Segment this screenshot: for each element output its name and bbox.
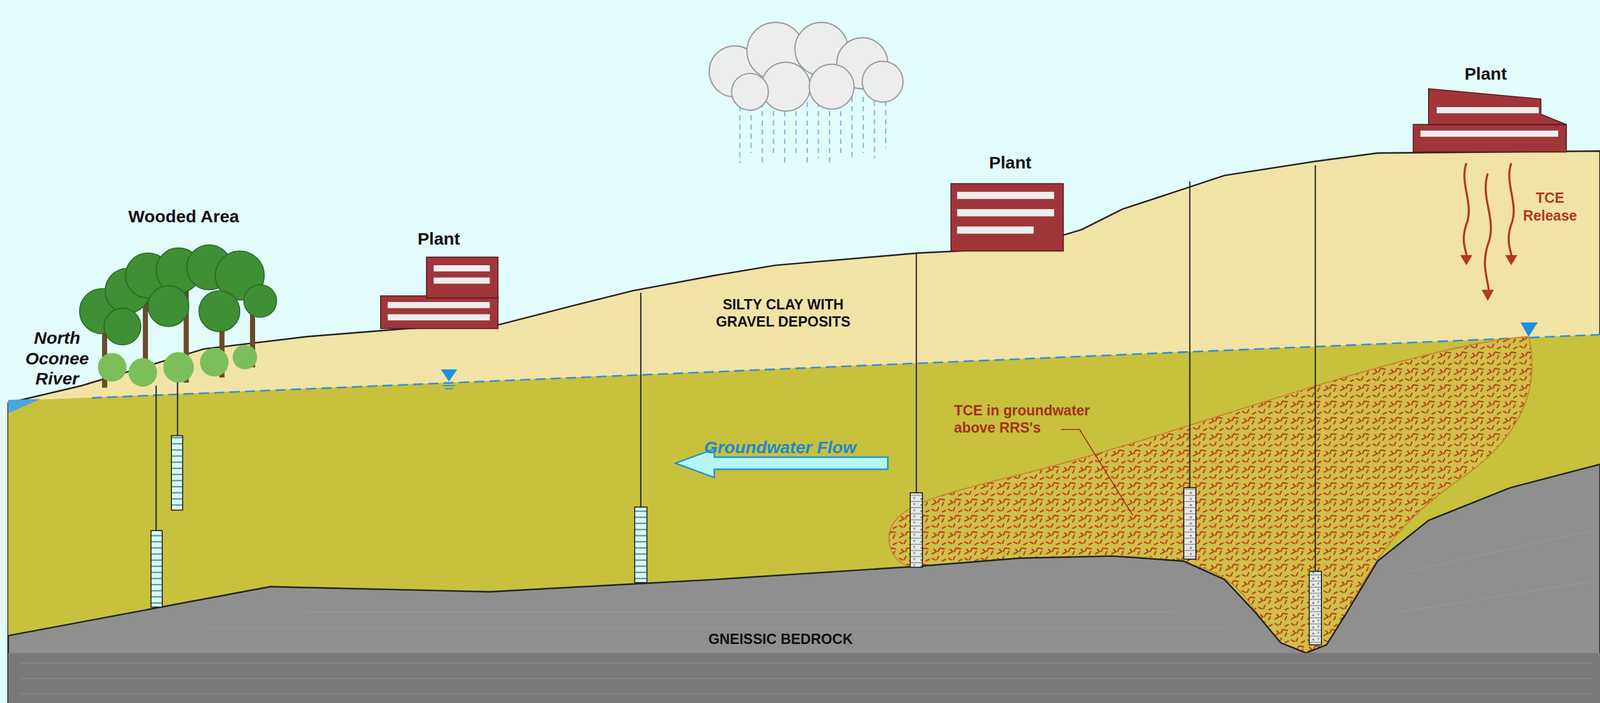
layer-label: SILTY CLAY WITH GRAVEL DEPOSITS xyxy=(698,295,868,330)
area-label: Wooded Area xyxy=(102,207,266,229)
plant-label: Plant xyxy=(1434,64,1537,85)
plant-label: Plant xyxy=(387,229,490,251)
plant-label: Plant xyxy=(959,153,1062,174)
river-label: North Oconee River xyxy=(20,328,95,390)
plume-label: TCE in groundwater above RRS's xyxy=(953,402,1123,437)
layer-label: GNEISSIC BEDROCK xyxy=(673,631,888,648)
flow-label: Groundwater Flow xyxy=(703,437,898,459)
release-label: TCE Release xyxy=(1515,189,1585,224)
